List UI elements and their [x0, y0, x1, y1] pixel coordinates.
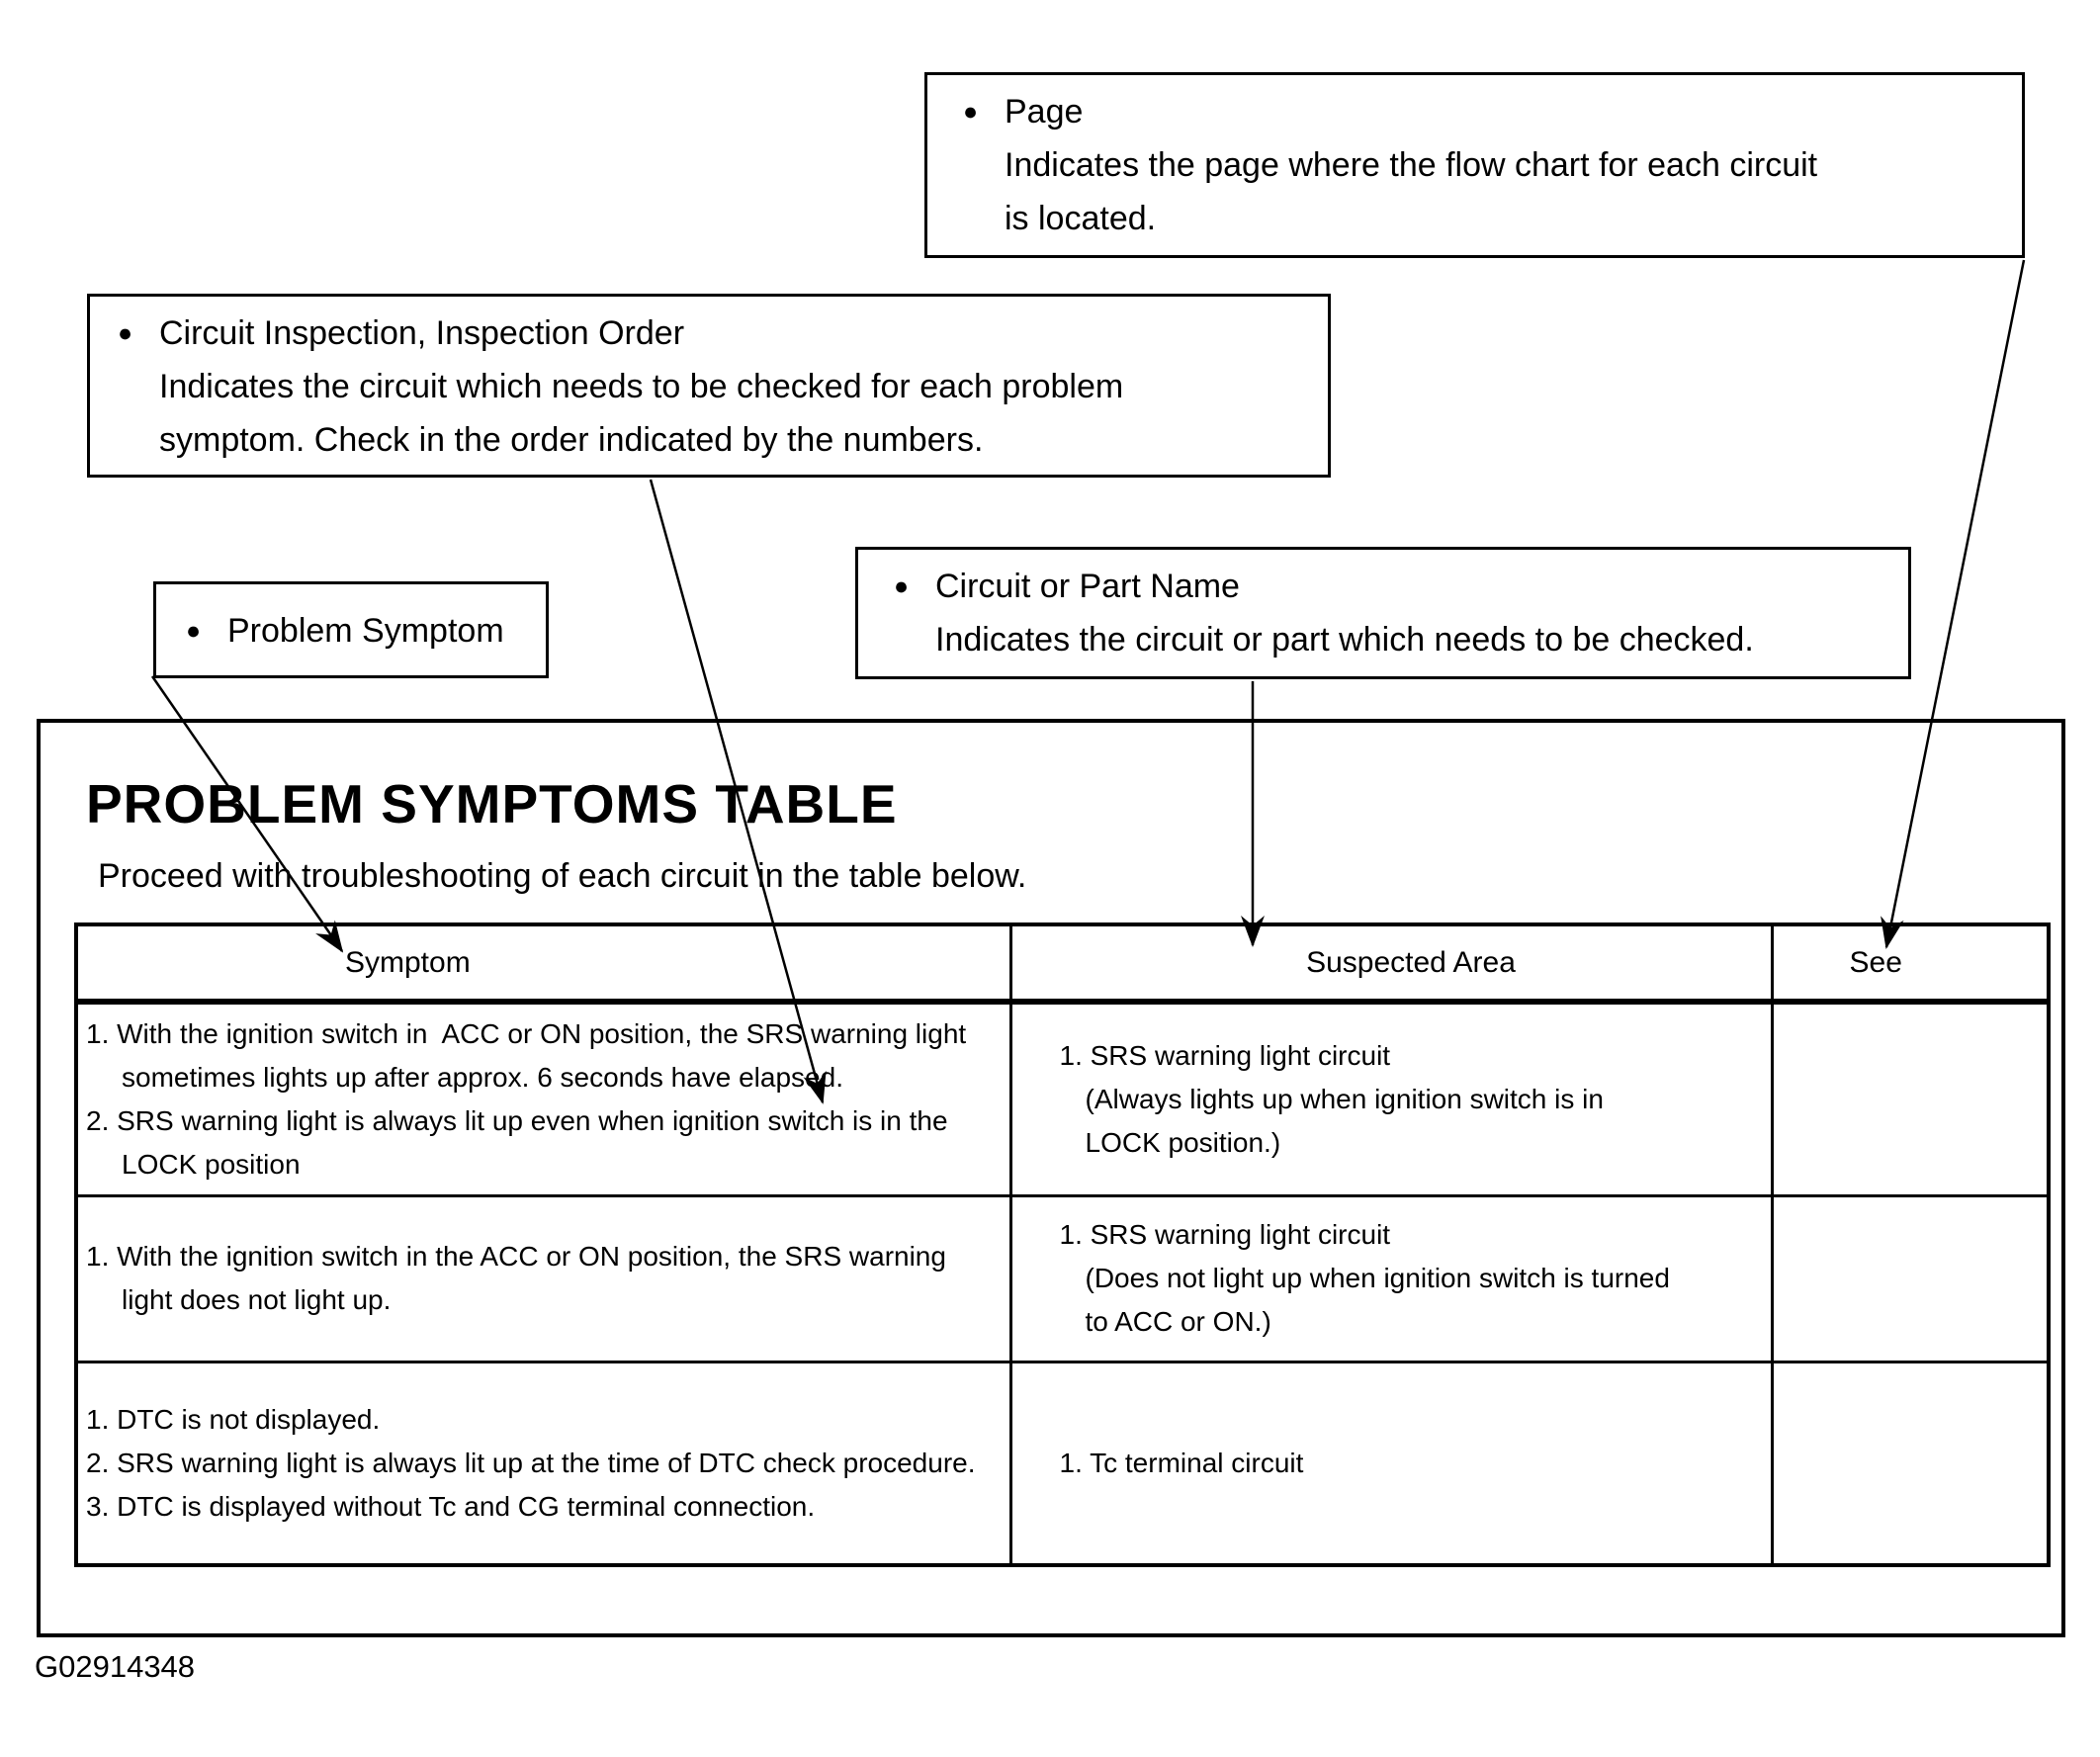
column-header-suspected-area: Suspected Area [1008, 922, 1774, 1005]
symptom-item: 3. DTC is displayed without Tc and CG te… [86, 1490, 816, 1522]
suspected-circuit-note: (Always lights up when ignition switch i… [1086, 1078, 1761, 1165]
table-header-row: Symptom Suspected Area See [74, 922, 2051, 1005]
callout-circuit-inspection: ● Circuit Inspection, Inspection Order I… [87, 294, 1331, 478]
callout-page-body: Page Indicates the page where the flow c… [1005, 85, 1817, 245]
symptom-cell: 1. With the ignition switch in ACC or ON… [74, 1000, 1012, 1197]
callout-circuit-inspection-desc-line: Indicates the circuit which needs to be … [159, 368, 1124, 405]
table-row: 1. With the ignition switch in the ACC o… [74, 1193, 2051, 1363]
callout-circuit-inspection-desc-line: symptom. Check in the order indicated by… [159, 421, 984, 459]
see-cell [1770, 1000, 2051, 1197]
callout-circuit-inspection-body: Circuit Inspection, Inspection Order Ind… [159, 307, 1123, 467]
callout-circuit-or-part-name-body: Circuit or Part Name Indicates the circu… [935, 560, 1754, 666]
symptom-item: 2. SRS warning light is always lit up at… [86, 1447, 976, 1478]
bullet-icon: ● [186, 617, 202, 645]
callout-page-title: Page [1005, 93, 1084, 131]
callout-circuit-or-part-name-title: Circuit or Part Name [935, 568, 1240, 605]
note-line: (Does not light up when ignition switch … [1085, 1263, 1670, 1293]
callout-problem-symptom-body: Problem Symptom [227, 604, 504, 658]
suspected-circuit-name: 1. SRS warning light circuit [1059, 1219, 1391, 1250]
callout-circuit-inspection-title: Circuit Inspection, Inspection Order [159, 314, 685, 352]
bullet-icon: ● [963, 98, 979, 126]
problem-symptoms-panel: PROBLEM SYMPTOMS TABLE Proceed with trou… [37, 719, 2065, 1637]
callout-page-desc-line: Indicates the page where the flow chart … [1005, 146, 1818, 184]
symptom-item: 1. DTC is not displayed. [86, 1403, 381, 1435]
symptom-cell: 1. With the ignition switch in the ACC o… [74, 1193, 1012, 1363]
suspected-circuit-note: (Does not light up when ignition switch … [1086, 1257, 1761, 1344]
callout-page: ● Page Indicates the page where the flow… [924, 72, 2025, 258]
callout-page-desc-line: is located. [1005, 200, 1157, 237]
suspected-area-cell: 1. SRS warning light circuit (Does not l… [1008, 1193, 1774, 1363]
problem-symptoms-table: Symptom Suspected Area See 1. With the i… [74, 922, 2051, 1567]
callout-circuit-or-part-name: ● Circuit or Part Name Indicates the cir… [855, 547, 1911, 679]
callout-problem-symptom: ● Problem Symptom [153, 581, 549, 678]
suspected-circuit-name: 1. Tc terminal circuit [1059, 1447, 1304, 1478]
symptom-item: 1. With the ignition switch in ACC or ON… [86, 1017, 974, 1093]
see-cell [1770, 1360, 2051, 1567]
column-header-see: See [1770, 922, 2051, 1005]
symptom-item: 2. SRS warning light is always lit up ev… [86, 1104, 956, 1180]
suspected-area-cell: 1. Tc terminal circuit [1008, 1360, 1774, 1567]
table-row: 1. DTC is not displayed. 2. SRS warning … [74, 1360, 2051, 1567]
callout-circuit-or-part-name-desc-line: Indicates the circuit or part which need… [935, 621, 1754, 659]
note-line: LOCK position.) [1085, 1126, 1281, 1158]
suspected-circuit-name: 1. SRS warning light circuit [1059, 1039, 1391, 1071]
note-line: (Always lights up when ignition switch i… [1085, 1083, 1604, 1114]
figure-id: G02914348 [35, 1649, 196, 1684]
page-subtitle: Proceed with troubleshooting of each cir… [98, 857, 1027, 895]
bullet-icon: ● [894, 572, 910, 600]
suspected-area-cell: 1. SRS warning light circuit (Always lig… [1008, 1000, 1774, 1197]
callout-problem-symptom-title: Problem Symptom [227, 612, 504, 650]
bullet-icon: ● [118, 319, 133, 347]
see-cell [1770, 1193, 2051, 1363]
symptom-cell: 1. DTC is not displayed. 2. SRS warning … [74, 1360, 1012, 1567]
note-line: to ACC or ON.) [1085, 1306, 1271, 1337]
page-title: PROBLEM SYMPTOMS TABLE [86, 773, 898, 835]
symptom-item: 1. With the ignition switch in the ACC o… [86, 1241, 954, 1315]
table-row: 1. With the ignition switch in ACC or ON… [74, 1000, 2051, 1197]
column-header-symptom: Symptom [74, 922, 1012, 1005]
